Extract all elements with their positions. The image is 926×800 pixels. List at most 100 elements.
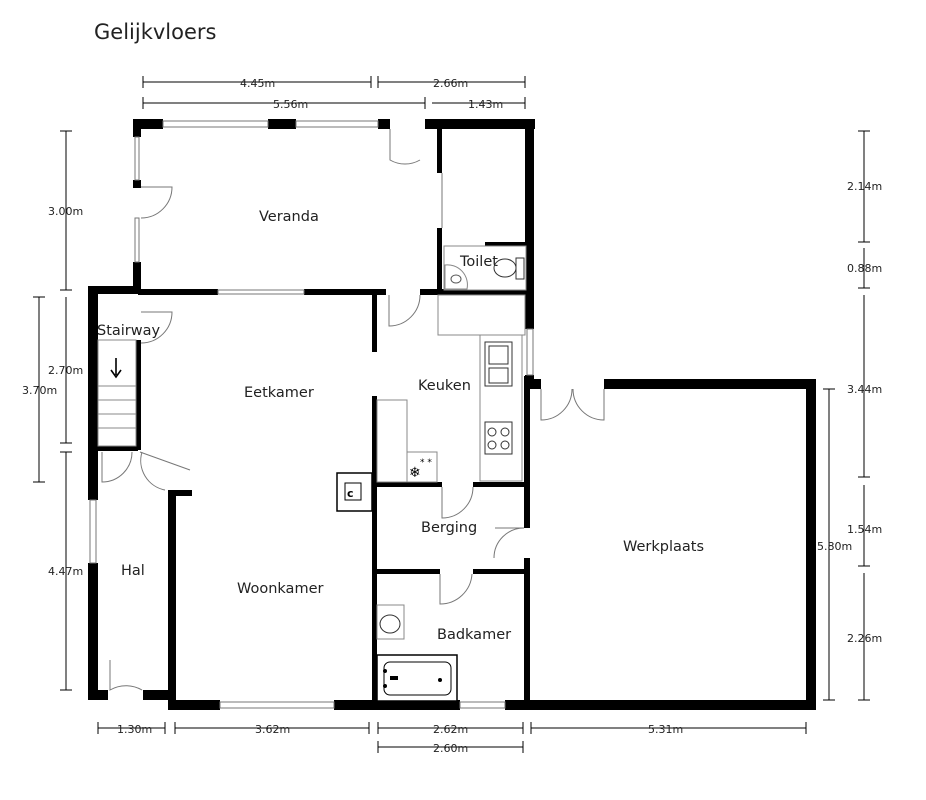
toilet-tank [515, 257, 525, 280]
wall-veranda-top-left [133, 119, 163, 129]
wall-veranda-top-mid [268, 119, 296, 129]
window-veranda-top-2 [295, 120, 379, 128]
toilet-sink-basin [450, 274, 462, 284]
wall-veranda-right-top [437, 129, 442, 173]
window-eetkamer-top [217, 289, 305, 295]
door-hal-eetkamer [139, 451, 191, 491]
stair-arrow-icon [110, 358, 122, 379]
wall-veranda-right-bottom [437, 228, 442, 292]
room-label-woonkamer: Woonkamer [237, 581, 323, 597]
room-label-toilet: Toilet [459, 254, 498, 270]
fixtures: ❄ * * c [97, 245, 527, 702]
wall-toilet-top-inner [485, 242, 525, 247]
window-woonkamer-bottom [219, 701, 335, 709]
door-werkplaats-double [540, 388, 605, 421]
dim-right-berging: 1.54m [847, 523, 882, 536]
window-badkamer-bottom [459, 701, 506, 709]
wall-veranda-left-bottom [133, 262, 141, 292]
wall-veranda-left-mid [133, 180, 141, 188]
wall-eet-keuken-bottom [372, 396, 377, 706]
windows [89, 120, 534, 709]
door-berging [441, 486, 474, 519]
keuken-counter-top [437, 294, 526, 336]
wall-toilet-right [525, 119, 534, 329]
door-keuken-top [388, 294, 421, 327]
wall-left-upper [88, 286, 98, 500]
door-badkamer [439, 573, 473, 605]
dim-top-right-inner: 1.43m [468, 98, 503, 111]
wall-hal-right-stub [176, 490, 192, 496]
dim-bottom-woonkamer: 3.62m [255, 723, 290, 736]
door-stair-bottom [101, 451, 133, 483]
window-veranda-left-1 [134, 136, 140, 181]
door-hal-front [109, 660, 143, 691]
room-label-hal: Hal [121, 563, 145, 579]
wall-werkplaats-top [604, 379, 814, 389]
window-hal-left [89, 499, 97, 564]
wall-keuken-top [420, 289, 527, 295]
fridge-freezer [406, 451, 438, 483]
dim-right-keuken: 3.44m [847, 383, 882, 396]
dim-left-stair: 2.70m [48, 364, 83, 377]
dim-bottom-badkamer-outer: 2.60m [433, 742, 468, 755]
svg-text:c: c [347, 487, 354, 500]
dim-bottom-werkplaats: 5.31m [648, 723, 683, 736]
door-stair [140, 311, 173, 344]
wash-basin-icon [379, 614, 401, 634]
dim-right-toilet-upper: 2.14m [847, 180, 882, 193]
room-label-veranda: Veranda [259, 209, 319, 225]
wall-werkplaats-top-left [527, 379, 541, 389]
room-label-badkamer: Badkamer [437, 627, 511, 643]
wall-berging-top-right [473, 482, 527, 487]
svg-text:* *: * * [420, 458, 432, 468]
wall-hal-bottom-left [88, 690, 108, 700]
doors [101, 129, 605, 691]
dim-top-left-inner: 5.56m [273, 98, 308, 111]
dim-left-veranda: 3.00m [48, 205, 83, 218]
dim-bottom-hal: 1.30m [117, 723, 152, 736]
stove-icon [484, 421, 513, 455]
wall-werkplaats-right [806, 379, 816, 709]
wall-toilet-top [425, 119, 535, 129]
dim-bottom-badkamer-inner: 2.62m [433, 723, 468, 736]
room-labels: Veranda Toilet Stairway Eetkamer Keuken … [97, 209, 704, 643]
dimension-lines [33, 76, 870, 753]
room-label-stairway: Stairway [97, 323, 161, 339]
wall-left-lower [88, 563, 98, 700]
keuken-counter-left [376, 399, 408, 483]
room-label-berging: Berging [421, 520, 477, 536]
toilet-corner-sink [444, 264, 468, 290]
wall-stair-right [136, 340, 141, 450]
wall-eet-keuken-top [372, 294, 377, 352]
plan-title: Gelijkvloers [94, 20, 217, 44]
dim-right-toilet: 0.88m [847, 262, 882, 275]
wall-veranda-left-top [133, 119, 141, 137]
wall-berging-right-bottom [524, 558, 530, 708]
freezer-icon: ❄ [409, 465, 421, 481]
dimension-labels: 4.45m 2.66m 5.56m 1.43m 3.00m 2.70m 3.70… [22, 77, 882, 755]
wall-hal-bottom-right [143, 690, 175, 700]
dim-werkplaats-height: 5.80m [817, 540, 852, 553]
room-label-eetkamer: Eetkamer [244, 385, 314, 401]
window-veranda-top-1 [162, 120, 269, 128]
wall-stair-top [88, 286, 138, 294]
wall-bottom-right [505, 700, 816, 710]
wall-veranda-top-right [378, 119, 390, 129]
wall-bottom-left [168, 700, 220, 710]
door-veranda-left [140, 186, 173, 219]
window-keuken-right [526, 328, 534, 376]
wall-berging-right-top [524, 376, 530, 528]
door-werkplaats [493, 527, 525, 559]
wall-bottom-mid [334, 700, 460, 710]
stair-steps [97, 339, 137, 447]
dim-left-eetkamer: 3.70m [22, 384, 57, 397]
wall-badkamer-top-right [473, 569, 527, 574]
wall-stair-bottom [98, 446, 138, 451]
room-label-keuken: Keuken [418, 378, 471, 394]
dim-left-hal: 4.47m [48, 565, 83, 578]
wall-hal-right [168, 490, 176, 700]
dim-top-right-outer: 2.66m [433, 77, 468, 90]
wall-badkamer-top-left [377, 569, 440, 574]
stairs [97, 339, 137, 447]
